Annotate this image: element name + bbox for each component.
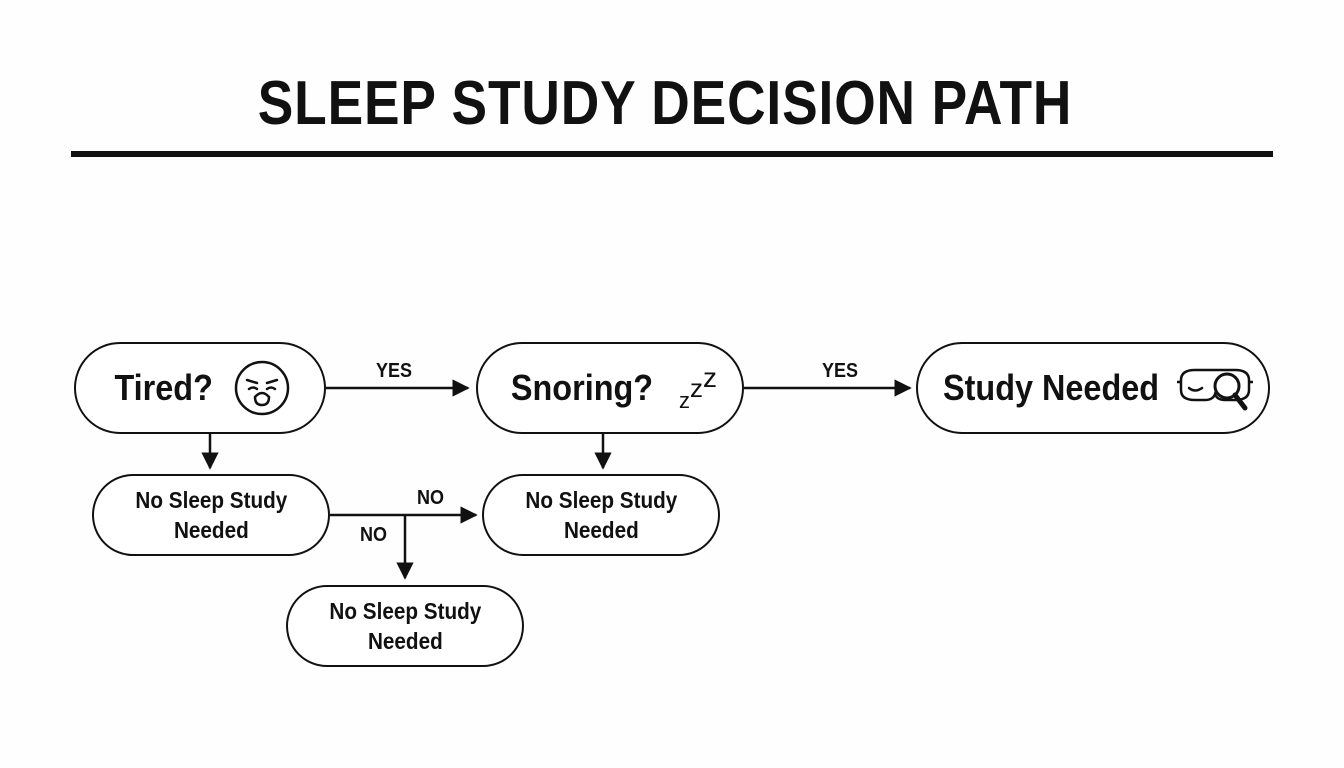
zzz-letter-1: z [678,388,690,413]
zzz-letter-2: z [689,373,703,403]
zzz-letter-3: z [702,362,717,393]
node-tired-label: Tired? [114,367,214,408]
node-no-study-1-line1: No Sleep Study [135,487,287,513]
node-study-needed-label: Study Needed [942,367,1160,408]
node-snoring: Snoring? z z z [476,342,744,434]
node-no-study-3-line2: Needed [367,628,443,654]
node-no-study-3: No Sleep Study Needed [286,585,524,667]
node-no-study-2-line2: Needed [563,517,639,543]
node-no-study-1-text: No Sleep Study Needed [135,485,287,545]
node-no-study-2: No Sleep Study Needed [482,474,720,556]
node-tired: Tired? [74,342,326,434]
zzz-icon: z z z [679,362,717,413]
node-no-study-1-line2: Needed [173,517,249,543]
edge-label-no-down: NO [360,524,387,546]
title-underline [71,151,1273,157]
sleep-mask-magnifier-icon [1175,360,1255,416]
node-no-study-2-text: No Sleep Study Needed [525,485,677,545]
node-no-study-3-text: No Sleep Study Needed [329,596,481,656]
node-snoring-label: Snoring? [510,367,654,408]
edge-label-no-right: NO [417,487,444,509]
node-no-study-1: No Sleep Study Needed [92,474,330,556]
edge-label-yes-2: YES [822,360,859,382]
edge-label-yes-1: YES [376,360,413,382]
page-title: SLEEP STUDY DECISION PATH [257,69,1073,138]
exhausted-face-icon [233,359,291,417]
node-no-study-2-line1: No Sleep Study [525,487,677,513]
node-no-study-3-line1: No Sleep Study [329,598,481,624]
node-study-needed: Study Needed [916,342,1270,434]
